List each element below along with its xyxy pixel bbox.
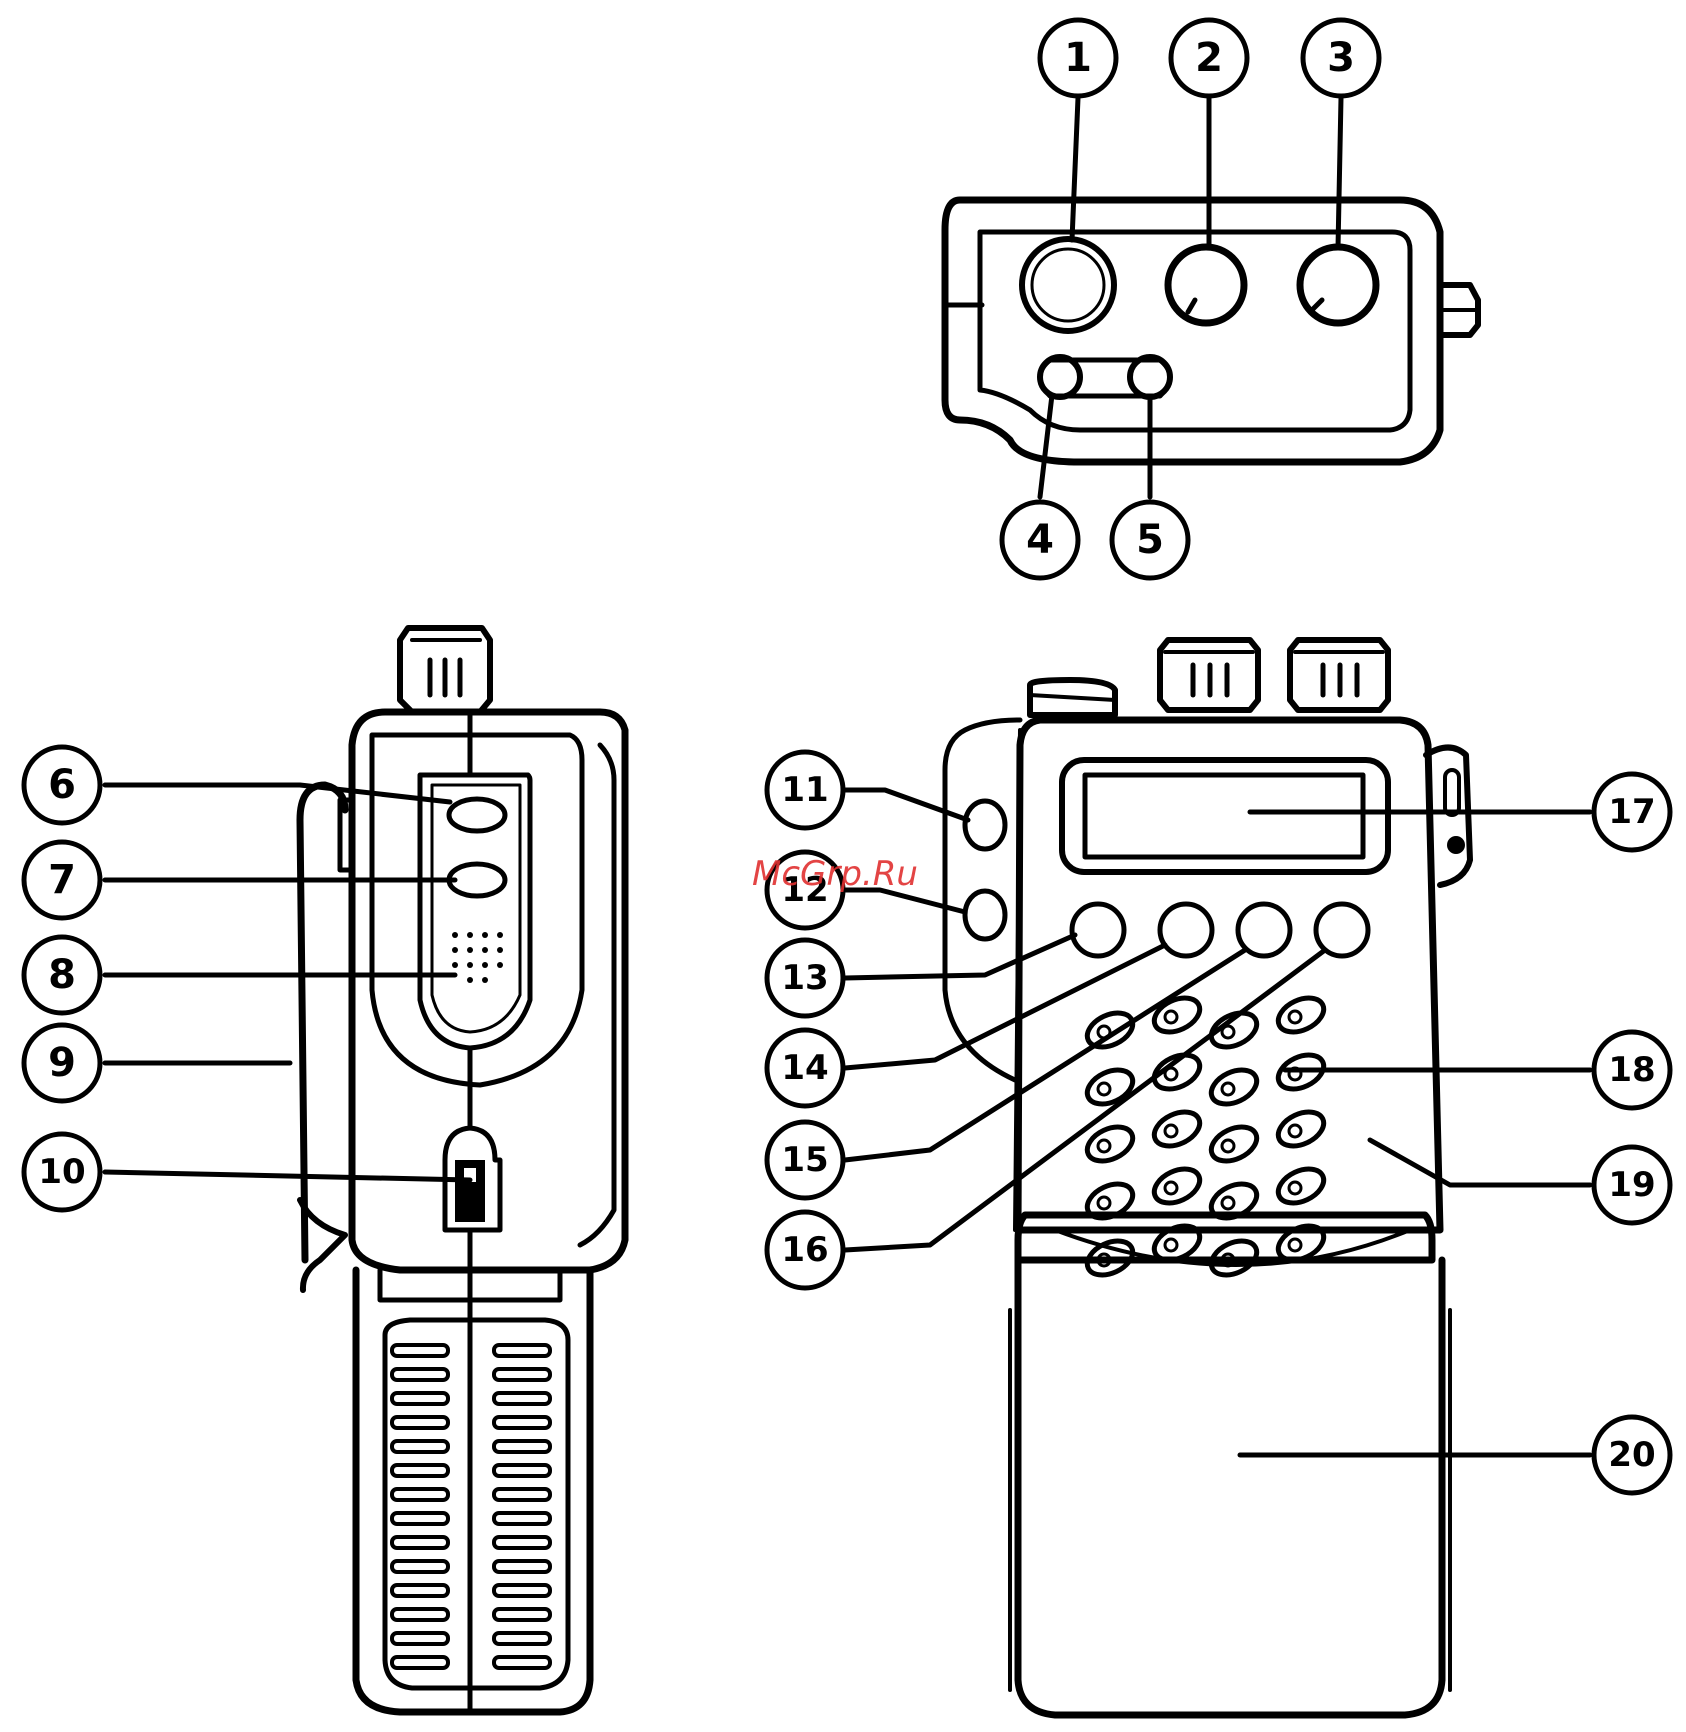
vent-slot xyxy=(494,1417,550,1428)
vent-slot xyxy=(494,1393,550,1404)
svg-text:9: 9 xyxy=(48,1040,76,1086)
vent-slot xyxy=(392,1369,448,1380)
svg-text:17: 17 xyxy=(1608,792,1655,832)
callout-10: 10 xyxy=(24,1134,100,1210)
callout-15: 15 xyxy=(767,1122,843,1198)
jack-right xyxy=(1130,357,1170,397)
vent-slot xyxy=(392,1633,448,1644)
vent-slot xyxy=(494,1489,550,1500)
vent-slot xyxy=(392,1585,448,1596)
callout-7: 7 xyxy=(24,842,100,918)
vent-slot xyxy=(494,1585,550,1596)
vent-slot xyxy=(392,1609,448,1620)
vent-slot xyxy=(494,1657,550,1668)
svg-text:7: 7 xyxy=(48,857,76,903)
vent-slot xyxy=(494,1609,550,1620)
callout-14: 14 xyxy=(767,1030,843,1106)
vent-slot xyxy=(494,1537,550,1548)
vent-slot xyxy=(494,1633,550,1644)
callout-20: 20 xyxy=(1594,1417,1670,1493)
svg-text:1: 1 xyxy=(1064,35,1092,81)
svg-text:19: 19 xyxy=(1608,1165,1655,1205)
callout-6: 6 xyxy=(24,747,100,823)
svg-text:11: 11 xyxy=(781,770,828,810)
callout-13: 13 xyxy=(767,940,843,1016)
callout-16: 16 xyxy=(767,1212,843,1288)
vent-slot xyxy=(392,1393,448,1404)
vent-slot xyxy=(494,1345,550,1356)
speaker-grille-dots xyxy=(452,932,503,983)
watermark-text: McGrp.Ru xyxy=(752,854,918,894)
svg-text:10: 10 xyxy=(38,1152,85,1192)
callout-5: 5 xyxy=(1112,502,1188,578)
keypad-key xyxy=(1206,1063,1262,1110)
svg-text:4: 4 xyxy=(1026,517,1054,563)
callout-2: 2 xyxy=(1171,20,1247,96)
jack-left xyxy=(1040,357,1080,397)
svg-text:15: 15 xyxy=(781,1140,828,1180)
callout-9: 9 xyxy=(24,1025,100,1101)
keypad xyxy=(1082,991,1329,1281)
vent-slot xyxy=(392,1657,448,1668)
keypad-key xyxy=(1082,1063,1138,1110)
vent-slot xyxy=(494,1513,550,1524)
front-knob-left xyxy=(1160,640,1258,710)
vent-slot xyxy=(392,1537,448,1548)
vent-slot xyxy=(494,1369,550,1380)
front-knob-right xyxy=(1290,640,1388,710)
svg-text:20: 20 xyxy=(1608,1435,1655,1475)
keypad-key xyxy=(1149,991,1205,1038)
callout-4: 4 xyxy=(1002,502,1078,578)
callout-18: 18 xyxy=(1594,1032,1670,1108)
antenna-connector xyxy=(1022,239,1114,331)
keypad-key xyxy=(1273,1162,1329,1209)
svg-text:3: 3 xyxy=(1327,35,1355,81)
vent-slot xyxy=(494,1561,550,1572)
vent-slot xyxy=(392,1465,448,1476)
keypad-key xyxy=(1206,1120,1262,1167)
svg-text:2: 2 xyxy=(1195,35,1223,81)
vent-slot xyxy=(392,1513,448,1524)
keypad-key xyxy=(1149,1162,1205,1209)
keypad-key xyxy=(1273,991,1329,1038)
callout-19: 19 xyxy=(1594,1147,1670,1223)
svg-text:6: 6 xyxy=(48,762,76,808)
keypad-key xyxy=(1273,1105,1329,1152)
vent-slot xyxy=(494,1441,550,1452)
keypad-key xyxy=(1149,1048,1205,1095)
callout-8: 8 xyxy=(24,937,100,1013)
svg-text:13: 13 xyxy=(781,958,828,998)
svg-text:16: 16 xyxy=(781,1230,828,1270)
svg-text:5: 5 xyxy=(1136,517,1164,563)
callout-3: 3 xyxy=(1303,20,1379,96)
vent-slot xyxy=(392,1561,448,1572)
callout-11: 11 xyxy=(767,752,843,828)
vent-slot xyxy=(392,1417,448,1428)
svg-text:8: 8 xyxy=(48,952,76,998)
knob-top-right xyxy=(1300,247,1376,323)
svg-text:14: 14 xyxy=(781,1048,828,1088)
callout-1: 1 xyxy=(1040,20,1116,96)
vent-slot xyxy=(494,1465,550,1476)
knob-top-left xyxy=(1168,247,1244,323)
vent-slot xyxy=(392,1441,448,1452)
vent-slot xyxy=(392,1489,448,1500)
callout-17: 17 xyxy=(1594,774,1670,850)
callouts: 1 2 3 4 5 6 7 8 9 10 11 12 13 14 15 16 1… xyxy=(24,20,1670,1493)
keypad-key xyxy=(1149,1105,1205,1152)
svg-text:18: 18 xyxy=(1608,1050,1655,1090)
vent-slot xyxy=(392,1345,448,1356)
